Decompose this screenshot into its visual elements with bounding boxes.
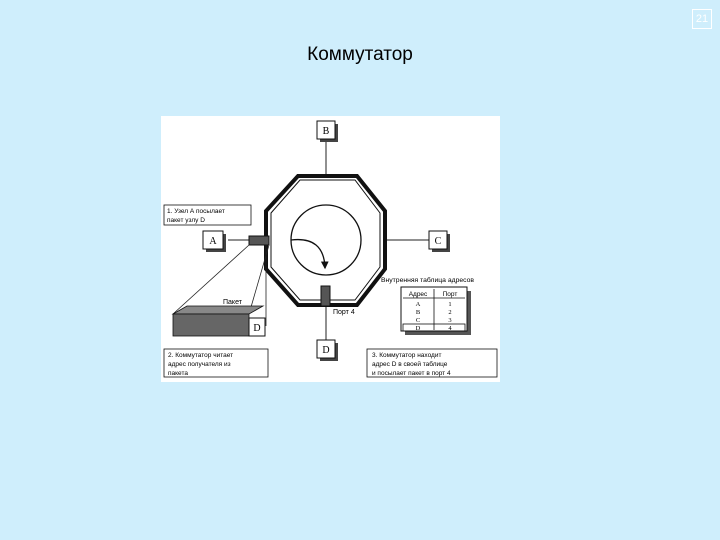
address-table-row-c-address: C — [416, 317, 420, 324]
step3-box — [366, 348, 498, 378]
step1-line2: пакет узлу D — [167, 217, 205, 224]
address-table-row-c-port: 3 — [448, 317, 451, 324]
node-c — [428, 230, 448, 250]
step1-box — [163, 204, 252, 226]
address-table-header-address: Адрес — [409, 291, 428, 298]
step2-box — [163, 348, 269, 378]
step3-line3: и посылает пакет в порт 4 — [372, 370, 451, 377]
switch-octagon-inner — [270, 179, 381, 301]
switch-diagram-svg: B A C D Пакет D Порт 4 1. Узел А посылае… — [163, 120, 498, 378]
node-a — [202, 230, 224, 250]
enlarged-packet-body — [172, 313, 250, 337]
address-table-header-port: Порт — [443, 291, 458, 298]
address-table-row-a-port: 1 — [448, 301, 451, 308]
address-table-row-b-address: B — [416, 309, 421, 316]
address-table-row-d-address: D — [416, 325, 421, 332]
packet-at-port4 — [320, 285, 331, 307]
packet-label: Пакет — [223, 299, 243, 306]
node-c-label: C — [435, 236, 442, 247]
step1-line1: 1. Узел А посылает — [167, 208, 225, 215]
enlarged-packet-address-label: D — [253, 323, 260, 334]
address-table-row-d-highlight — [402, 323, 466, 332]
address-table-row-d-port: 4 — [448, 325, 452, 332]
step2-line1: 2. Коммутатор читает — [168, 352, 233, 359]
port4-label: Порт 4 — [333, 309, 355, 316]
node-b-label: B — [323, 126, 330, 137]
address-table-row-a-address: A — [416, 301, 421, 308]
switch-octagon-outer — [264, 174, 387, 307]
step2-line2: адрес получателя из — [168, 361, 231, 368]
slide-number: 21 — [692, 9, 712, 29]
step3-line1: 3. Коммутатор находит — [372, 352, 441, 359]
routing-arrow — [290, 238, 329, 270]
node-b — [316, 120, 336, 140]
node-d — [316, 339, 336, 359]
zoom-line-1 — [172, 244, 250, 315]
address-table-row-b-port: 2 — [448, 309, 451, 316]
address-table-title: Внутренняя таблица адресов — [381, 276, 474, 284]
step3-line2: адрес D в своей таблице — [372, 360, 448, 368]
switch-diagram: B A C D Пакет D Порт 4 1. Узел А посылае… — [161, 116, 500, 382]
slide-title: Коммутатор — [307, 44, 413, 65]
node-d-label: D — [322, 345, 329, 356]
node-a-label: A — [209, 236, 217, 247]
step2-line3: пакета — [168, 370, 188, 377]
enlarged-packet-address — [248, 317, 266, 337]
enlarged-packet-top — [171, 305, 265, 315]
packet-at-port1 — [248, 235, 270, 246]
